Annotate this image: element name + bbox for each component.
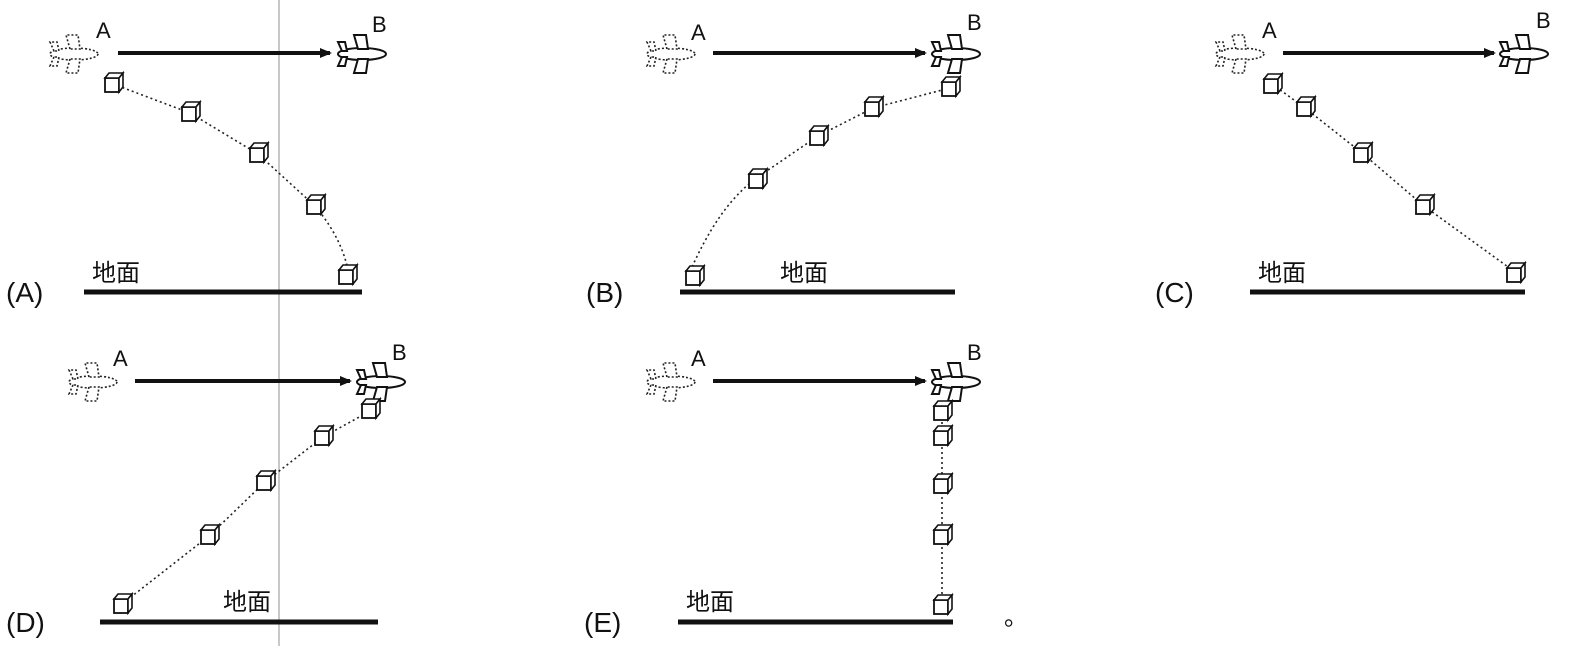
- start-plane-icon: [646, 362, 696, 402]
- end-point-label: B: [372, 12, 387, 37]
- crate-icon: [104, 72, 124, 93]
- option-label: (E): [584, 607, 621, 638]
- ground-label: 地面: [223, 588, 271, 616]
- ground-label: 地面: [1258, 259, 1306, 287]
- option-label: (D): [6, 607, 45, 638]
- end-point-label: B: [1536, 8, 1551, 33]
- end-plane-icon: [1499, 34, 1549, 74]
- start-plane-icon: [1215, 34, 1265, 74]
- drop-trajectory: [687, 87, 951, 277]
- drop-trajectory: [112, 83, 350, 276]
- crate-icon: [941, 76, 961, 97]
- option-d-panel: A B 地面 (D): [6, 340, 407, 638]
- crate-icon: [809, 125, 829, 146]
- crate-icon: [1263, 73, 1283, 94]
- end-point-label: B: [967, 340, 982, 365]
- start-plane-icon: [68, 362, 118, 402]
- crate-icon: [933, 425, 953, 446]
- crate-icon: [1353, 142, 1373, 163]
- crate-icon: [314, 425, 334, 446]
- crate-icon: [1296, 96, 1316, 117]
- crate-icon: [933, 400, 953, 421]
- crate-icon: [256, 470, 276, 491]
- start-point-label: A: [96, 18, 111, 43]
- ground-label: 地面: [780, 259, 828, 287]
- crate-icon: [933, 524, 953, 545]
- end-point-label: B: [392, 340, 407, 365]
- option-label: (C): [1155, 277, 1194, 308]
- crate-icon: [200, 524, 220, 545]
- crate-icon: [1415, 194, 1435, 215]
- end-plane-icon: [356, 362, 406, 402]
- ground-label: 地面: [686, 588, 734, 616]
- option-b-panel: A B 地面 (B): [586, 10, 982, 308]
- end-plane-icon: [337, 34, 387, 74]
- start-point-label: A: [1262, 18, 1277, 43]
- crate-icon: [933, 473, 953, 494]
- option-a-panel: A B 地面 (A): [6, 12, 387, 308]
- crate-icon: [181, 101, 201, 122]
- start-plane-icon: [49, 34, 99, 74]
- start-plane-icon: [646, 34, 696, 74]
- drop-trajectory: [121, 409, 373, 605]
- crate-icon: [249, 142, 269, 163]
- end-plane-icon: [931, 362, 981, 402]
- crate-icon: [748, 168, 768, 189]
- option-c-panel: A B 地面 (C): [1155, 8, 1551, 308]
- start-point-label: A: [113, 346, 128, 371]
- crate-icon: [338, 264, 358, 285]
- option-label: (A): [6, 277, 43, 308]
- start-point-label: A: [691, 346, 706, 371]
- crate-icon: [113, 593, 133, 614]
- start-point-label: A: [691, 20, 706, 45]
- crate-icon: [1506, 262, 1526, 283]
- crate-icon: [685, 265, 705, 286]
- crate-icon: [864, 96, 884, 117]
- end-point-label: B: [967, 10, 982, 35]
- trailing-punctuation: 。: [1004, 603, 1028, 631]
- option-label: (B): [586, 277, 623, 308]
- crate-icon: [306, 194, 326, 215]
- crate-icon: [933, 594, 953, 615]
- ground-label: 地面: [92, 259, 140, 287]
- end-plane-icon: [931, 34, 981, 74]
- crate-icon: [361, 398, 381, 419]
- option-e-panel: A B 地面 (E) 。: [584, 340, 1028, 638]
